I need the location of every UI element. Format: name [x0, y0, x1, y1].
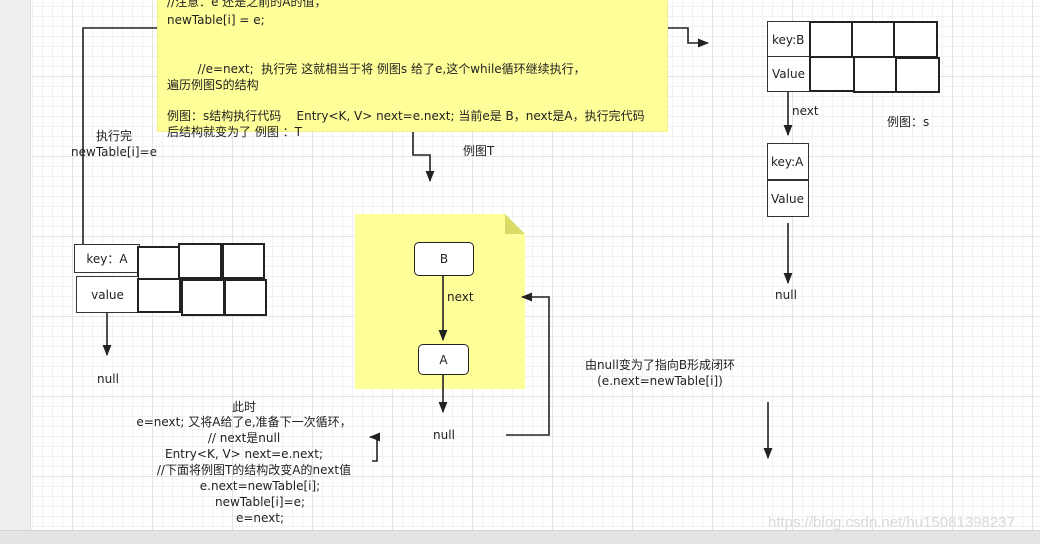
- left-bucket-cell-1[interactable]: [137, 246, 180, 280]
- figure-s-cell-2[interactable]: [851, 21, 895, 58]
- bottom-scrollbar-area[interactable]: [0, 530, 1040, 544]
- figure-s-cell-4[interactable]: [809, 56, 855, 92]
- bottom-note-line-5: //下面将例图T的结构改变A的next值: [156, 463, 352, 477]
- figure-t-node-b[interactable]: B: [414, 242, 474, 276]
- left-value-cell[interactable]: value: [76, 276, 139, 313]
- bottom-note-line-2: e=next; 又将A给了e,准备下一次循环，: [136, 415, 352, 429]
- left-bucket-cell-2[interactable]: [178, 243, 222, 279]
- bottom-note-line-3: // next是null: [207, 431, 281, 445]
- figure-s-key-b[interactable]: key:B: [767, 21, 811, 58]
- connector-left-up: [82, 27, 157, 245]
- figure-s-cell-1[interactable]: [809, 21, 853, 58]
- left-exec-label-1: 执行完: [95, 129, 132, 143]
- loop-note-line-1: 由null变为了指向B形成闭环: [584, 358, 736, 372]
- top-note-line-2: newTable[i] = e;: [167, 13, 265, 27]
- left-null-label: null: [97, 372, 119, 386]
- left-key-cell[interactable]: key：A: [74, 244, 140, 273]
- watermark: https://blog.csdn.net/hu15081398237: [768, 514, 1015, 531]
- left-bucket-cell-4[interactable]: [137, 278, 181, 313]
- bottom-note-line-1: 此时: [231, 400, 256, 414]
- top-note-line-4: 遍历例图S的结构: [167, 78, 259, 92]
- connector-note-right: [668, 27, 710, 48]
- figure-s-cell-6[interactable]: [895, 57, 940, 93]
- left-bucket-cell-6[interactable]: [224, 279, 267, 316]
- bottom-note-line-6: e.next=newTable[i];: [199, 479, 321, 493]
- figure-t-null-label: null: [433, 428, 455, 442]
- top-note[interactable]: [157, 0, 668, 132]
- bottom-note-line-7: newTable[i]=e;: [214, 495, 305, 509]
- left-gutter: [0, 0, 31, 543]
- top-note-line-6: 后结构就变为了 例图 ：T: [167, 125, 302, 139]
- top-note-line-3: //e=next; 执行完 这就相当于将 例图s 给了e,这个while循环继续…: [167, 62, 586, 76]
- top-note-line-1: //注意：e 还是之前的A的值，: [167, 0, 327, 9]
- left-bucket-cell-5[interactable]: [181, 279, 225, 316]
- figure-s-value-a[interactable]: Value: [767, 180, 809, 217]
- arrow-loop-back: [506, 292, 550, 436]
- connector-note-down: [412, 132, 435, 183]
- bottom-note-line-4: Entry<K, V> next=e.next;: [164, 447, 324, 461]
- figure-t-label: 例图T: [463, 144, 495, 158]
- left-bucket-cell-3[interactable]: [222, 243, 265, 279]
- bracket-bottom-note: [372, 437, 378, 462]
- figure-s-edge-label: next: [792, 104, 819, 118]
- figure-s-key-a[interactable]: key:A: [767, 143, 809, 180]
- figure-s-value-b[interactable]: Value: [767, 56, 811, 92]
- figure-t-node-a[interactable]: A: [418, 344, 469, 375]
- figure-s-null-label: null: [775, 288, 797, 302]
- figure-s-cell-5[interactable]: [853, 56, 898, 93]
- figure-s-caption: 例图：s: [887, 115, 930, 129]
- loop-note-line-2: (e.next=newTable[i]): [597, 374, 723, 388]
- figure-t-edge-label: next: [447, 290, 474, 304]
- top-note-line-5: 例图：s结构执行代码 Entry<K, V> next=e.next; 当前e是…: [167, 109, 645, 123]
- bottom-note-line-8: e=next;: [235, 511, 285, 525]
- figure-s-cell-3[interactable]: [893, 21, 938, 58]
- left-exec-label-2: newTable[i]=e: [71, 145, 157, 159]
